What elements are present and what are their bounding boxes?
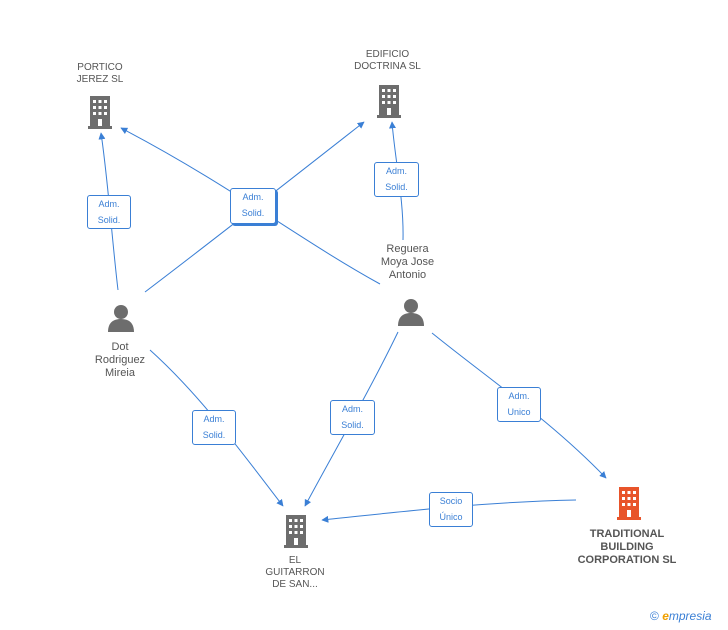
label-line: EL: [288, 555, 302, 566]
copyright-symbol: ©: [650, 609, 659, 623]
edge-label-line: Adm.: [385, 166, 407, 176]
edge-label-reguera-edificio[interactable]: Adm. Solid.: [374, 162, 419, 197]
label-line: BUILDING: [600, 541, 654, 553]
edge-label-line: Adm.: [98, 199, 120, 209]
label-line: GUITARRON: [265, 567, 325, 578]
person-icon[interactable]: [108, 305, 134, 332]
edge-label-line: Adm.: [242, 192, 264, 202]
label-line: Dot: [111, 341, 129, 353]
edge-label-line: Solid.: [202, 430, 226, 440]
edge-label-line: Adm.: [508, 391, 530, 401]
edge-label-line: Único: [439, 512, 463, 522]
node-label-reguera[interactable]: Reguera Moya Jose Antonio: [360, 243, 455, 282]
edge-label-line: Solid.: [341, 420, 364, 430]
edge-label-line: Adm.: [341, 404, 363, 414]
edge-label-line: Socio: [439, 496, 463, 506]
company-building-icon-highlighted[interactable]: [617, 487, 641, 520]
edge-label-dot-portico[interactable]: Adm. Solid.: [87, 195, 131, 229]
edge-label-reguera-traditional[interactable]: Adm. Unico: [497, 387, 541, 422]
company-building-icon[interactable]: [88, 96, 112, 129]
label-line: Mireia: [105, 367, 135, 379]
edge-label-reguera-guitarron[interactable]: Adm. Solid.: [330, 400, 375, 435]
edge-label-dot-guitarron[interactable]: Adm. Solid.: [192, 410, 236, 445]
label-line: JEREZ SL: [76, 74, 124, 85]
label-line: Rodriguez: [94, 354, 146, 366]
node-label-guitarron[interactable]: EL GUITARRON DE SAN...: [250, 555, 340, 591]
logo-rest: mpresia: [668, 609, 712, 623]
edge-label-center[interactable]: Adm. Solid.: [230, 188, 276, 224]
edge-label-line: Solid.: [97, 215, 121, 225]
logo-initial: e: [662, 609, 669, 623]
edge-label-line: Unico: [507, 407, 531, 417]
label-line: PORTICO: [77, 62, 123, 73]
edge-label-line: Adm.: [203, 414, 225, 424]
label-line: DE SAN...: [272, 579, 318, 590]
label-line: EDIFICIO: [365, 49, 410, 60]
label-line: CORPORATION SL: [577, 554, 677, 566]
node-label-traditional[interactable]: TRADITIONAL BUILDING CORPORATION SL: [562, 528, 692, 567]
empresia-logo[interactable]: empresia: [662, 609, 711, 623]
label-line: DOCTRINA SL: [354, 61, 421, 72]
node-label-dot[interactable]: Dot Rodriguez Mireia: [75, 341, 165, 380]
node-label-portico[interactable]: PORTICO JEREZ SL: [60, 62, 140, 86]
person-icon[interactable]: [398, 299, 424, 326]
edge-label-line: Solid.: [385, 182, 408, 192]
copyright-notice: © empresia: [650, 609, 712, 623]
node-label-edificio[interactable]: EDIFICIO DOCTRINA SL: [340, 49, 435, 73]
edge-label-traditional-guitarron[interactable]: Socio Único: [429, 492, 473, 527]
label-line: Antonio: [388, 269, 427, 281]
company-building-icon[interactable]: [377, 85, 401, 118]
label-line: Reguera: [386, 243, 429, 255]
label-line: Moya Jose: [380, 256, 435, 268]
edge-label-line: Solid.: [241, 208, 265, 218]
label-line: TRADITIONAL: [589, 528, 665, 540]
company-building-icon[interactable]: [284, 515, 308, 548]
